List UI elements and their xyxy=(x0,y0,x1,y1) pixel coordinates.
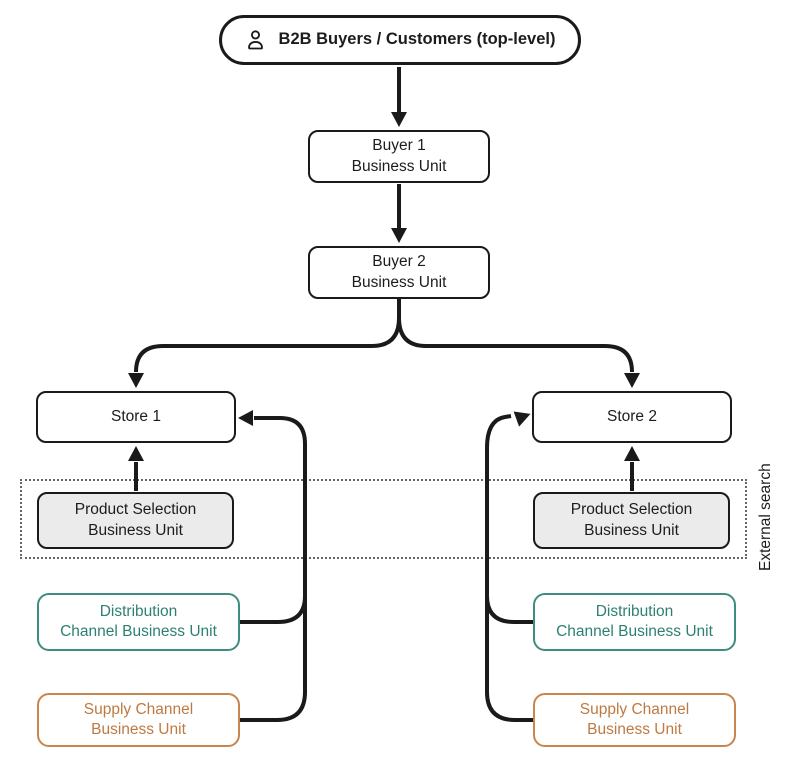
node-supply-channel-2: Supply Channel Business Unit xyxy=(533,693,736,747)
node-buyer1: Buyer 1 Business Unit xyxy=(308,130,490,183)
edge-supply2-store2 xyxy=(485,414,533,722)
node-b2b-buyers-root: B2B Buyers / Customers (top-level) xyxy=(219,15,581,65)
arrowhead-psel2-store2 xyxy=(624,446,640,461)
arrowhead-loop-store1 xyxy=(238,410,253,426)
edge-distribution2-join xyxy=(485,595,533,624)
arrowhead-buyer2-store2 xyxy=(624,373,640,388)
edge-buyer2-store2 xyxy=(397,299,634,373)
arrowhead-psel1-store1 xyxy=(128,446,144,461)
edge-distribution1-join xyxy=(240,595,307,624)
arrowhead-root-buyer1 xyxy=(391,112,407,127)
node-store1: Store 1 xyxy=(36,391,236,443)
external-search-label: External search xyxy=(757,463,774,571)
node-store2: Store 2 xyxy=(532,391,732,443)
arrowhead-buyer1-buyer2 xyxy=(391,228,407,243)
node-distribution-channel-2: Distribution Channel Business Unit xyxy=(533,593,736,651)
node-supply-channel-1: Supply Channel Business Unit xyxy=(37,693,240,747)
node-buyer2: Buyer 2 Business Unit xyxy=(308,246,490,299)
node-product-selection-2: Product Selection Business Unit xyxy=(533,492,730,549)
person-icon xyxy=(247,30,263,50)
node-product-selection-1: Product Selection Business Unit xyxy=(37,492,234,549)
node-b2b-buyers-label: B2B Buyers / Customers (top-level) xyxy=(278,30,556,49)
external-search-region xyxy=(20,479,747,559)
arrowhead-loop-store2 xyxy=(513,411,531,427)
arrowhead-buyer2-store1 xyxy=(128,373,144,388)
edge-supply1-store1 xyxy=(240,416,307,722)
edge-buyer2-store1 xyxy=(134,299,401,373)
node-distribution-channel-1: Distribution Channel Business Unit xyxy=(37,593,240,651)
